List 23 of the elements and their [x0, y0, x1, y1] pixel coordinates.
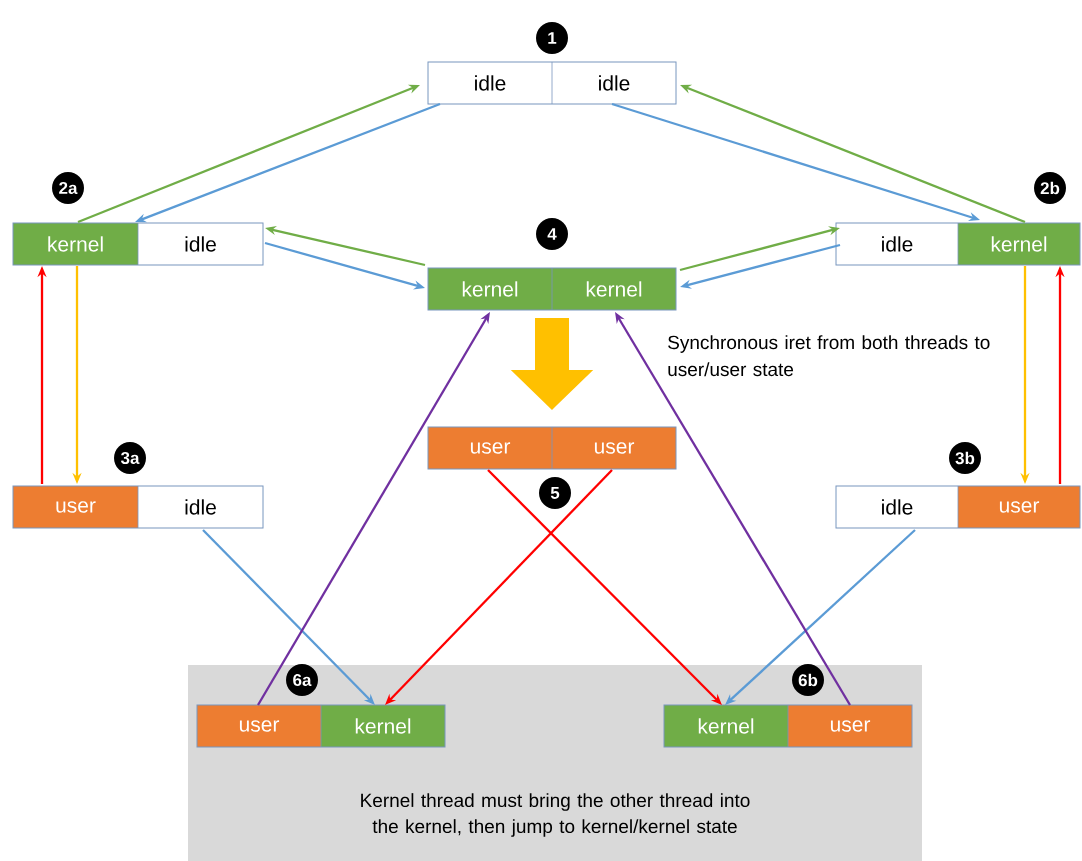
callout-number: 2b	[1034, 172, 1066, 204]
state-box: user user	[427, 426, 677, 470]
arrow	[487, 469, 722, 705]
state-box: user kernel	[196, 704, 446, 748]
state-box: kernel kernel	[427, 267, 677, 311]
callout-number: 3b	[949, 442, 981, 474]
callout-number: 5	[539, 477, 571, 509]
callout-number: 2a	[52, 172, 84, 204]
state-box: idle user	[835, 485, 1081, 529]
callout-number: 3a	[114, 442, 146, 474]
state-box: idle idle	[427, 61, 677, 105]
state-box: user idle	[12, 485, 264, 529]
callout-number: 1	[536, 22, 568, 54]
note: Synchronous iret from both threads to user/user state	[668, 335, 990, 377]
callout-number: 6b	[792, 664, 824, 696]
state-box: kernel idle	[12, 222, 264, 266]
arrow	[725, 529, 916, 705]
state-box: kernel user	[663, 704, 913, 748]
callout-number: 4	[536, 218, 568, 250]
callout-number: 6a	[286, 664, 318, 696]
arrow	[385, 469, 613, 705]
arrow	[202, 529, 375, 705]
state-box: idle kernel	[835, 222, 1081, 266]
